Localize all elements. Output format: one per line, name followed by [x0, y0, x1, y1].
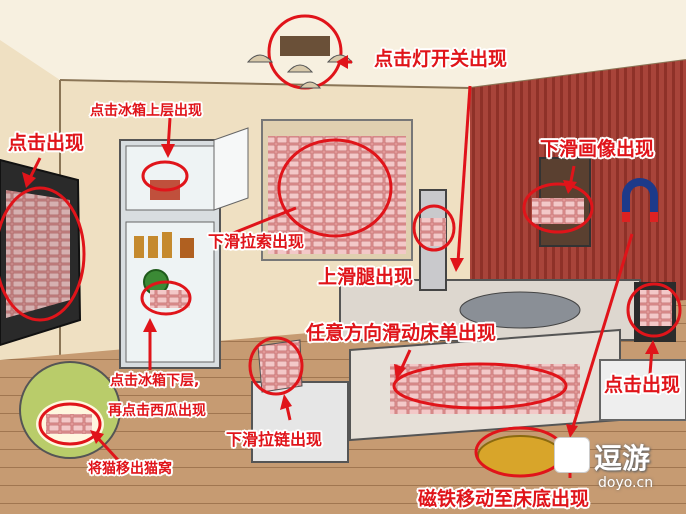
nightstand	[599, 359, 686, 421]
hint-arrows	[22, 55, 659, 478]
window-blind[interactable]	[261, 119, 413, 261]
bed[interactable]	[339, 279, 641, 442]
hint-fridge-upper: 点击冰箱上层出现	[90, 103, 202, 119]
stool[interactable]	[248, 336, 349, 463]
hint-bedsheet-swipe: 任意方向滑动床单出现	[306, 322, 497, 344]
site-watermark: 逗游 doyo.cn	[548, 433, 680, 503]
hint-lamp-switch: 点击灯开关出现	[374, 48, 508, 70]
gold-coins	[474, 426, 566, 478]
hint-painting-swipe: 下滑画像出现	[540, 138, 655, 160]
site-name: 逗游	[594, 442, 651, 475]
hint-magnet-bed: 磁铁移动至床底出现	[418, 488, 590, 510]
tv-money-circle	[0, 186, 86, 322]
lamp[interactable]	[626, 282, 682, 342]
hint-zipper-swipe: 下滑拉链出现	[226, 430, 323, 449]
hint-tap-right: 点击出现	[604, 374, 681, 396]
magnet[interactable]	[622, 178, 658, 222]
fridge[interactable]	[119, 127, 249, 369]
hint-cat-move: 将猫移出猫窝	[88, 461, 172, 477]
tv[interactable]	[0, 158, 86, 347]
painting[interactable]	[522, 157, 594, 247]
hint-fridge-lower: 点击冰箱下层,	[110, 373, 200, 389]
raised-leg[interactable]	[412, 189, 456, 291]
hint-blind-cord: 下滑拉索出现	[208, 232, 305, 251]
site-url: doyo.cn	[598, 475, 654, 491]
hint-watermelon: 再点击西瓜出现	[108, 403, 206, 419]
hint-leg-swipe: 上滑腿出现	[318, 266, 414, 288]
site-logo-icon	[554, 437, 590, 473]
hint-tap-left: 点击出现	[8, 132, 85, 154]
